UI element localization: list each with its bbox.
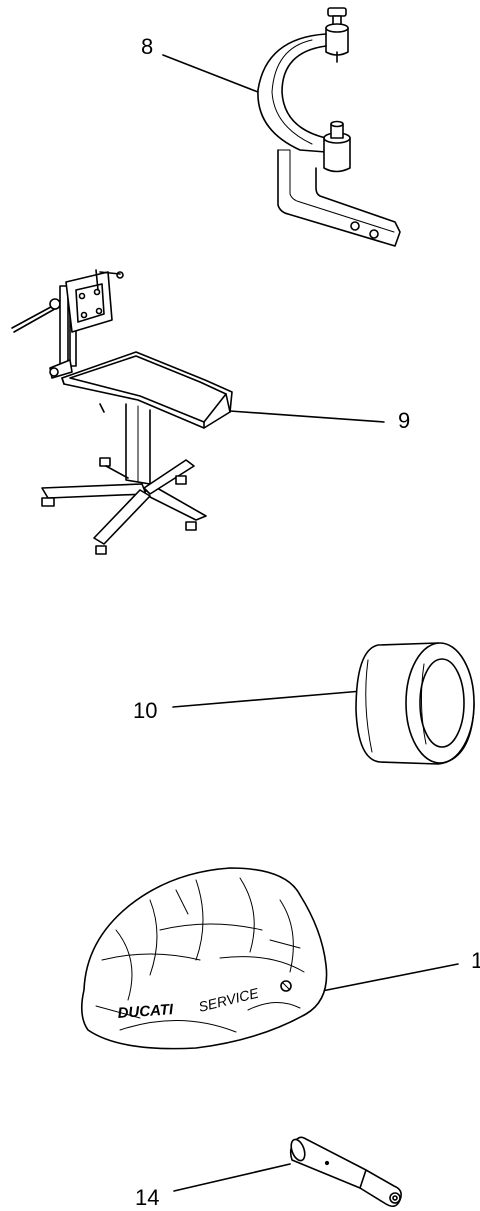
callout-9: 9 (398, 408, 411, 433)
service-cover-drawing (80, 867, 459, 1050)
callout-8: 8 (141, 34, 154, 59)
c-clamp-drawing (162, 7, 401, 247)
leader-line-9 (229, 410, 385, 423)
leader-line-14 (173, 1163, 291, 1192)
callout-14: 14 (135, 1185, 160, 1210)
cover-brand-text: DUCATI (117, 1001, 174, 1022)
leader-line-1 (321, 963, 459, 992)
callout-1: 1 (471, 948, 480, 973)
rubber-ring-drawing (172, 642, 475, 765)
leader-line-10 (172, 690, 363, 708)
engine-stand-drawing (11, 269, 385, 555)
pin-tool-drawing (173, 1136, 402, 1208)
callout-10: 10 (133, 698, 158, 723)
leader-line-8 (162, 54, 259, 93)
